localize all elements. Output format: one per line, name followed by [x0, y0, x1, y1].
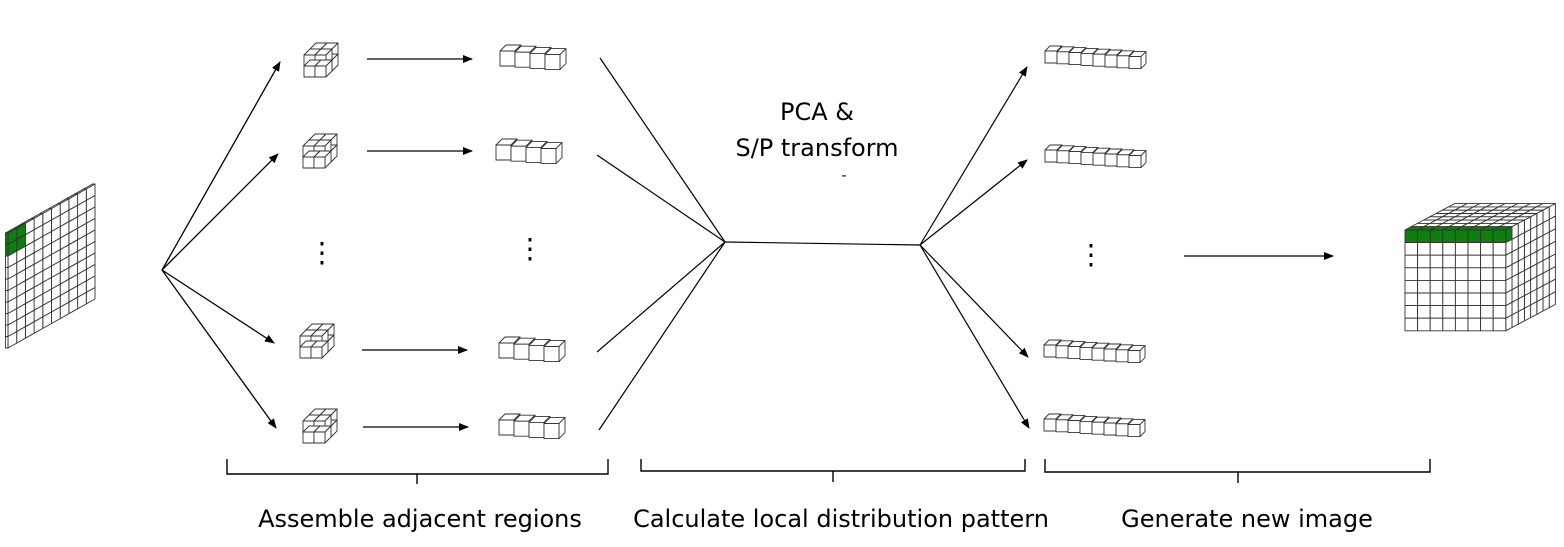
stage-label-calculate: Calculate local distribution pattern: [633, 505, 1049, 533]
cube-strips: [495, 44, 567, 440]
center-label-line2: S/P transform: [735, 134, 898, 162]
arrow-icon: [161, 269, 275, 344]
stage-braces: [226, 459, 1431, 484]
ellipsis-blocks: ⋮: [308, 236, 336, 269]
long-strip-icon: [1043, 339, 1146, 364]
brace-icon: [1044, 459, 1431, 483]
arrow-icon: [161, 269, 277, 429]
cube-blocks: [299, 42, 339, 444]
central-line: [724, 241, 921, 246]
fan-out-arrows: [161, 61, 281, 429]
stage-label-assemble: Assemble adjacent regions: [258, 505, 582, 533]
arrow-icon: [919, 244, 1030, 429]
long-strips: [1043, 45, 1147, 438]
output-image-cube-icon: [1404, 203, 1556, 332]
long-strip-icon: [1044, 45, 1147, 70]
long-strip-icon: [1044, 144, 1147, 169]
arrow-icon: [919, 66, 1028, 246]
center-label-mark: -: [841, 168, 846, 184]
arrow-icon: [161, 153, 279, 271]
ellipsis-strips: ⋮: [516, 232, 544, 265]
cube-block-icon: [302, 133, 338, 169]
arrow-icon: [161, 61, 281, 271]
brace-icon: [640, 459, 1026, 482]
cube-strip-icon: [499, 44, 567, 71]
cube-strip-icon: [498, 336, 566, 363]
stage-label-generate: Generate new image: [1121, 505, 1373, 533]
long-strip-icon: [1043, 413, 1146, 438]
brace-icon: [226, 459, 609, 484]
cube-block-icon: [299, 323, 335, 359]
input-image-grid-icon: [5, 183, 96, 349]
ellipsis-long-strips: ⋮: [1077, 238, 1105, 271]
cube-strip-icon: [498, 413, 566, 440]
cube-block-icon: [302, 408, 338, 444]
arrow-icon: [919, 244, 1029, 358]
cube-strip-icon: [495, 138, 563, 165]
convergence-lines: [596, 57, 921, 431]
arrow-icon: [919, 159, 1028, 246]
block-to-strip-arrows: [362, 55, 473, 431]
center-label-line1: PCA &: [780, 98, 854, 126]
cube-block-icon: [303, 42, 339, 78]
fan-out-right-arrows: [919, 66, 1030, 429]
